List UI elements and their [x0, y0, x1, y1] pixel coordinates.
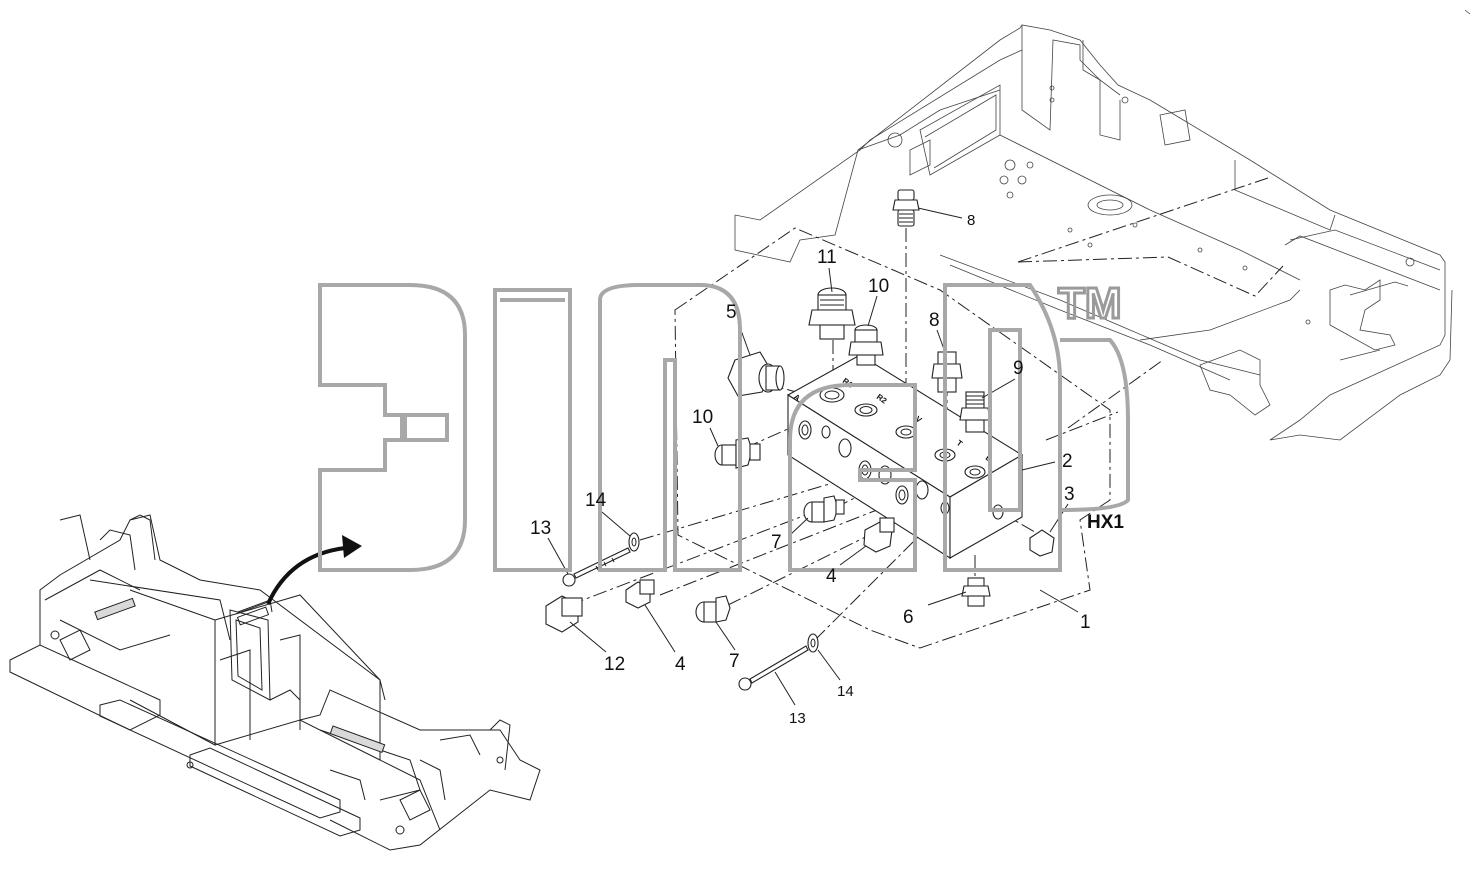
fitting-9: [959, 391, 991, 433]
leader-lines: [547, 207, 1079, 706]
callout-14-lower: 14: [837, 683, 854, 700]
callout-14-upper: 14: [585, 490, 607, 511]
washer-14-lower: [807, 633, 819, 653]
callout-8-top: 8: [967, 212, 975, 229]
callout-9: 9: [1013, 358, 1024, 379]
fitting-10-lower: [714, 437, 761, 469]
plug-12: [545, 595, 583, 633]
fitting-11: [808, 287, 856, 340]
callout-5: 5: [726, 302, 737, 323]
fitting-10-upper: [848, 324, 884, 366]
watermark-tm: TM: [1058, 279, 1122, 328]
fitting-8-top: [892, 189, 920, 227]
callout-7-lower: 7: [729, 651, 740, 672]
callout-13-lower: 13: [789, 710, 806, 727]
port-mark-a: A: [792, 392, 802, 403]
callout-11: 11: [817, 247, 837, 268]
plug-3: [1029, 529, 1055, 557]
callout-10-upper: 10: [868, 276, 889, 297]
plug-5: [727, 351, 785, 397]
callout-10-lower: 10: [692, 407, 713, 428]
callout-1: 1: [1080, 612, 1091, 633]
callout-4-lower: 4: [675, 654, 686, 675]
callout-6: 6: [903, 607, 914, 628]
callout-7-upper: 7: [771, 532, 782, 553]
paver-machine-overview: [9, 514, 541, 851]
watermark-logo: TM: [318, 278, 1130, 572]
plug-4-lower: [625, 579, 655, 609]
bolt-13-upper: [562, 547, 631, 587]
location-arrow: [266, 535, 362, 605]
callout-13-upper: 13: [530, 518, 551, 539]
machine-frame: [734, 9, 1471, 441]
callout-2: 2: [1062, 451, 1073, 472]
block-label-hx1: HX1: [1087, 512, 1124, 533]
fitting-7-upper: [803, 495, 845, 523]
port-mark-t: T: [955, 438, 964, 448]
plug-4-upper: [863, 517, 895, 553]
callout-labels: 8 11 10 5 8 9 10 2 3 HX1 14 13 7 4 6 1 1…: [530, 212, 1124, 727]
fitting-6: [961, 577, 991, 607]
bolt-13-lower: [738, 645, 809, 691]
callout-3: 3: [1064, 484, 1075, 505]
callout-4-upper: 4: [826, 566, 837, 587]
washer-14-upper: [628, 532, 640, 552]
port-mark-v: V: [914, 414, 924, 425]
fitting-7-lower: [695, 595, 731, 623]
callout-12: 12: [604, 654, 625, 675]
callout-8-mid: 8: [929, 310, 940, 331]
